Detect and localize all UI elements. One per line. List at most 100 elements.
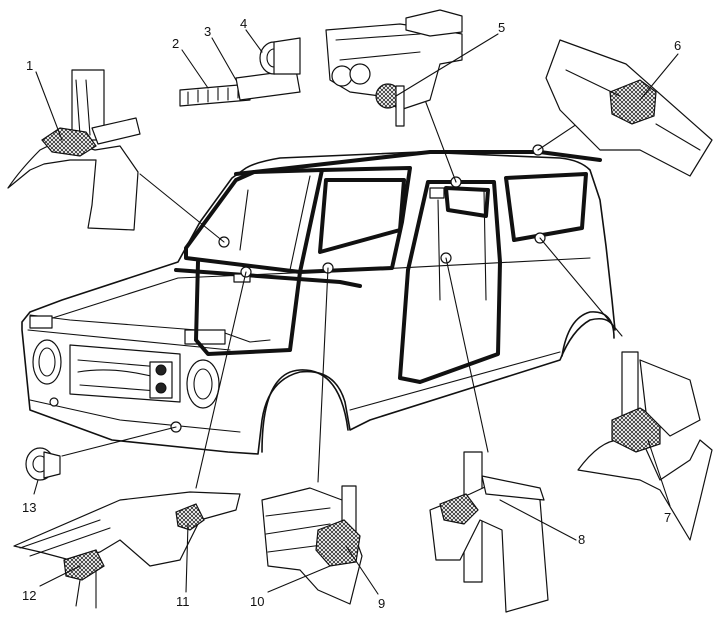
detail-section-8 xyxy=(429,451,549,613)
car-body-outline xyxy=(21,151,616,455)
section-7-body xyxy=(577,435,713,541)
callout-13: 13 xyxy=(22,500,36,515)
callout-leader-9 xyxy=(345,545,379,595)
belt-moulding xyxy=(174,268,362,288)
rear-door-handle xyxy=(429,187,445,199)
right-headlamp xyxy=(186,359,220,409)
callout-leader-7 xyxy=(647,439,671,507)
strip-4-body xyxy=(273,37,301,75)
windshield-seal xyxy=(184,168,324,274)
detail-section-1 xyxy=(7,69,141,231)
callout-6: 6 xyxy=(674,38,681,53)
callout-3: 3 xyxy=(204,24,211,39)
leader-13-body xyxy=(61,426,177,457)
rear-window-seal xyxy=(504,172,588,242)
front-hole-plug-left xyxy=(49,397,59,407)
callout-4: 4 xyxy=(240,16,247,31)
detail-section-9-10 xyxy=(261,485,363,605)
bumper-line xyxy=(29,399,241,433)
callout-8: 8 xyxy=(578,532,585,547)
leader-1-body xyxy=(139,173,225,243)
callout-leader-11 xyxy=(185,523,189,593)
section-12-lines xyxy=(75,569,97,609)
front-door-opening-seal xyxy=(194,260,302,356)
car-body xyxy=(21,144,616,455)
roof-drip-seal xyxy=(234,150,602,176)
callout-10: 10 xyxy=(250,594,264,609)
leader-11-body xyxy=(195,271,247,489)
callout-11: 11 xyxy=(176,594,190,609)
seal-profile-1 xyxy=(41,127,97,157)
detail-strips-2-4 xyxy=(179,37,301,107)
leader-7-body xyxy=(539,237,623,337)
detail-section-5 xyxy=(325,9,463,127)
rear-door-glass-seal xyxy=(444,186,490,218)
section-5-glass xyxy=(395,85,405,127)
seal-profile-11 xyxy=(175,503,205,531)
grille-lamp-top xyxy=(155,364,167,376)
callout-leader-5 xyxy=(395,33,499,97)
callout-leader-10 xyxy=(267,565,331,593)
leader-5-body xyxy=(424,99,457,183)
leader-lines xyxy=(61,99,623,489)
sill-line xyxy=(349,351,561,411)
left-headlamp-inner xyxy=(38,347,56,377)
headlamp-housing-top xyxy=(184,329,226,345)
detail-plug-13 xyxy=(25,447,61,481)
grille-lamp-bottom xyxy=(155,382,167,394)
callout-leader-3 xyxy=(211,37,237,81)
callout-numbers: 1 2 3 4 5 6 7 8 9 10 11 12 13 xyxy=(22,16,681,611)
rear-door-inner-lines xyxy=(437,189,487,301)
section-1-glass-hatch xyxy=(75,79,91,136)
callout-leader-1 xyxy=(35,71,63,141)
section-7-trim xyxy=(639,359,701,437)
detail-section-7 xyxy=(577,351,713,541)
callout-1: 1 xyxy=(26,58,33,73)
hood-outline xyxy=(29,314,271,343)
plug-13-stem xyxy=(43,451,61,479)
left-headlamp xyxy=(32,339,62,385)
hood-front-edge xyxy=(27,329,231,351)
section-5-tube-b xyxy=(349,63,371,85)
section-8-trim xyxy=(481,475,545,501)
section-1-trim xyxy=(91,117,141,145)
section-5-lines xyxy=(335,33,421,61)
front-door-seal xyxy=(298,166,412,274)
callout-leader-2 xyxy=(181,49,209,89)
a-pillar-line xyxy=(239,189,249,251)
front-wheel-arch xyxy=(261,369,349,453)
leader-9-body xyxy=(317,267,329,483)
section-8-body xyxy=(429,479,549,613)
strip-2-ribs xyxy=(187,85,239,105)
callout-leader-6 xyxy=(639,53,679,101)
callout-leader-4 xyxy=(245,29,263,53)
callout-2: 2 xyxy=(172,36,179,51)
section-11-lines xyxy=(19,519,111,557)
right-headlamp-inner xyxy=(193,368,213,400)
rear-door-opening-seal xyxy=(398,180,502,384)
body-crease-line xyxy=(39,257,591,323)
seal-profile-8 xyxy=(439,493,479,525)
section-5-tube-a xyxy=(331,65,353,87)
detail-section-11-12 xyxy=(13,491,241,609)
seal-profile-6 xyxy=(609,79,657,125)
section-6-lines xyxy=(565,69,701,151)
callout-9: 9 xyxy=(378,596,385,611)
leader-8-body xyxy=(445,257,489,453)
grille-badge xyxy=(29,315,53,329)
door-glass-seal xyxy=(318,178,406,254)
callout-leaders xyxy=(33,29,679,595)
callout-5: 5 xyxy=(498,20,505,35)
rear-wheel-arch xyxy=(561,311,615,357)
callout-7: 7 xyxy=(664,510,671,525)
grille-lamps xyxy=(149,361,173,399)
detail-section-6 xyxy=(545,39,713,177)
callout-12: 12 xyxy=(22,588,36,603)
callout-leader-13 xyxy=(33,479,39,495)
callout-leader-8 xyxy=(499,499,577,541)
seal-profile-9 xyxy=(315,519,361,567)
b-pillar-line xyxy=(289,175,311,271)
callout-leader-12 xyxy=(39,565,81,587)
section-11-body xyxy=(13,491,241,567)
